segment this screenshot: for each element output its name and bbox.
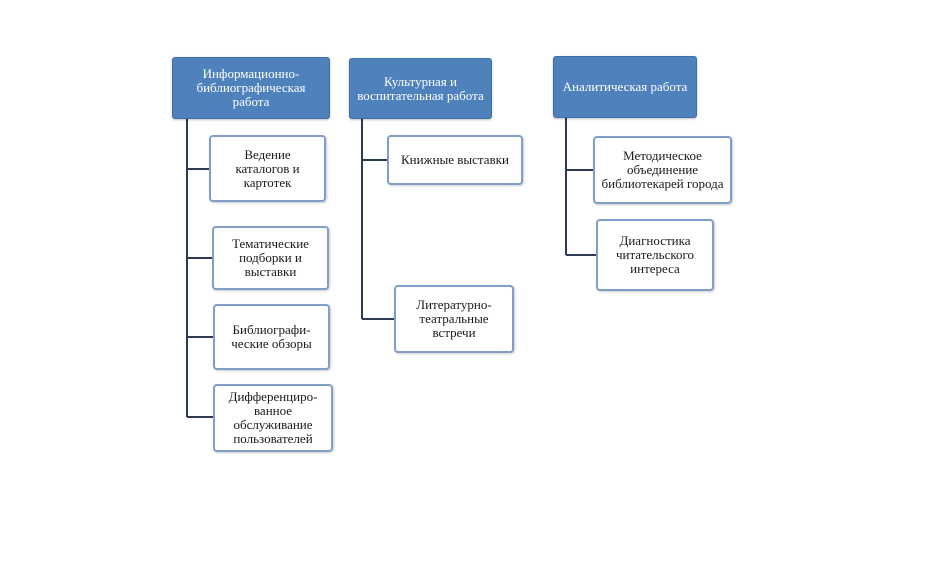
header-information-bibliographic: Информационно-библиографическая работа (172, 57, 330, 119)
item-literary-theatrical-meetings: Литературно-театральные встречи (394, 285, 514, 353)
header-analytical: Аналитическая работа (553, 56, 697, 118)
item-bibliographic-reviews: Библиографи-ческие обзоры (213, 304, 330, 370)
item-methodical-association: Методическое объединение библиотекарей г… (593, 136, 732, 204)
item-reader-interest-diagnostics: Диагностика читательского интереса (596, 219, 714, 291)
item-book-exhibitions: Книжные выставки (387, 135, 523, 185)
header-cultural-educational: Культурная и воспитательная работа (349, 58, 492, 119)
item-thematic-collections: Тематические подборки и выставки (212, 226, 329, 290)
item-differentiated-service: Дифференциро-ванное обслуживание пользов… (213, 384, 333, 452)
item-catalog-maintenance: Ведение каталогов и картотек (209, 135, 326, 202)
